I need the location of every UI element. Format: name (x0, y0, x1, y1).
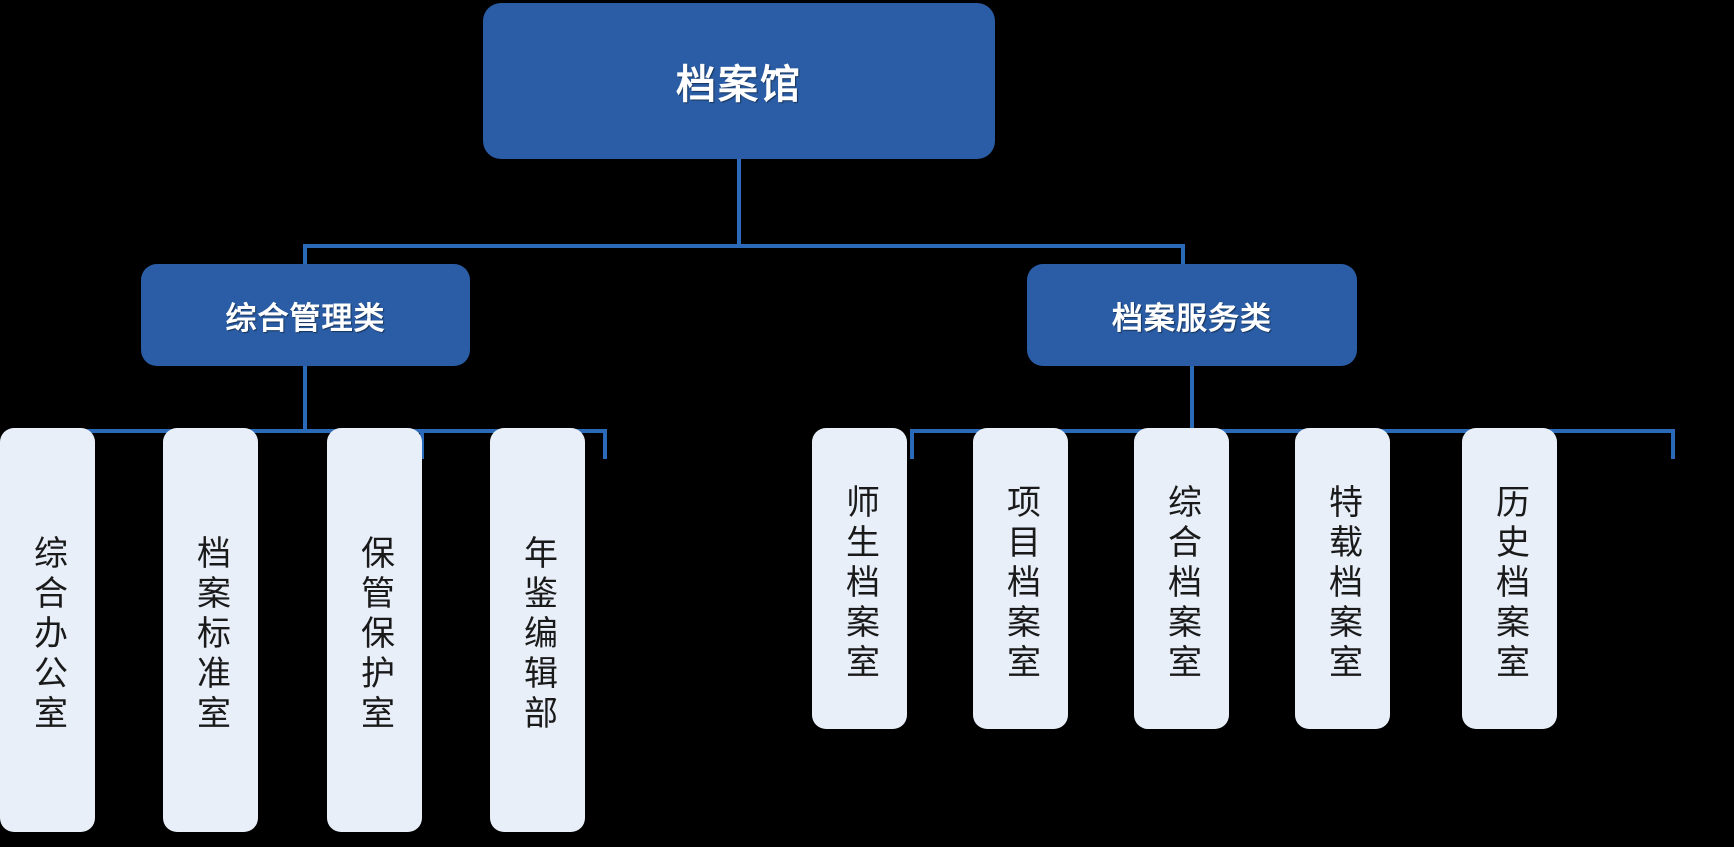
node-branch-comprehensive-management[interactable]: 综合管理类 (141, 264, 470, 366)
node-leaf-teacher-student-archives[interactable]: 师生档案室 (812, 428, 907, 729)
node-leaf-label: 项目档案室 (1000, 483, 1041, 684)
connector-right-leaves-bar (910, 429, 1675, 433)
node-leaf-storage-protection-office[interactable]: 保管保护室 (327, 428, 422, 832)
node-leaf-label: 综合档案室 (1161, 483, 1202, 684)
connector-right-leaf-5-riser (1671, 429, 1675, 459)
node-leaf-special-archives[interactable]: 特载档案室 (1295, 428, 1390, 729)
node-branch-right-label: 档案服务类 (1112, 300, 1272, 337)
node-leaf-historical-archives[interactable]: 历史档案室 (1462, 428, 1557, 729)
connector-branch-left-riser (303, 244, 307, 266)
connector-root-drop (737, 159, 741, 244)
node-leaf-label: 档案标准室 (190, 535, 231, 735)
node-leaf-project-archives[interactable]: 项目档案室 (973, 428, 1068, 729)
node-branch-archive-service[interactable]: 档案服务类 (1027, 264, 1357, 366)
node-leaf-label: 特载档案室 (1322, 483, 1363, 684)
node-leaf-comprehensive-archives[interactable]: 综合档案室 (1134, 428, 1229, 729)
connector-left-leaf-4-riser (603, 429, 607, 459)
connector-right-branch-drop (1190, 366, 1194, 431)
node-branch-left-label: 综合管理类 (225, 300, 386, 337)
node-root-label: 档案馆 (676, 62, 802, 108)
node-leaf-label: 年鉴编辑部 (517, 535, 558, 735)
connector-left-leaves-bar (53, 429, 607, 433)
node-leaf-label: 师生档案室 (839, 483, 880, 684)
node-leaf-yearbook-editorial-dept[interactable]: 年鉴编辑部 (490, 428, 585, 832)
node-leaf-archive-standards-office[interactable]: 档案标准室 (163, 428, 258, 832)
connector-left-branch-drop (303, 366, 307, 431)
connector-left-leaf-3-riser (420, 429, 424, 459)
connector-level2-bar (303, 244, 1185, 248)
connector-right-leaf-1-riser (910, 429, 914, 459)
node-leaf-general-office[interactable]: 综合办公室 (0, 428, 95, 832)
node-leaf-label: 保管保护室 (354, 535, 395, 735)
connector-branch-right-riser (1181, 244, 1185, 266)
node-root-archives[interactable]: 档案馆 (483, 3, 995, 159)
node-leaf-label: 历史档案室 (1489, 483, 1530, 684)
node-leaf-label: 综合办公室 (27, 535, 68, 735)
